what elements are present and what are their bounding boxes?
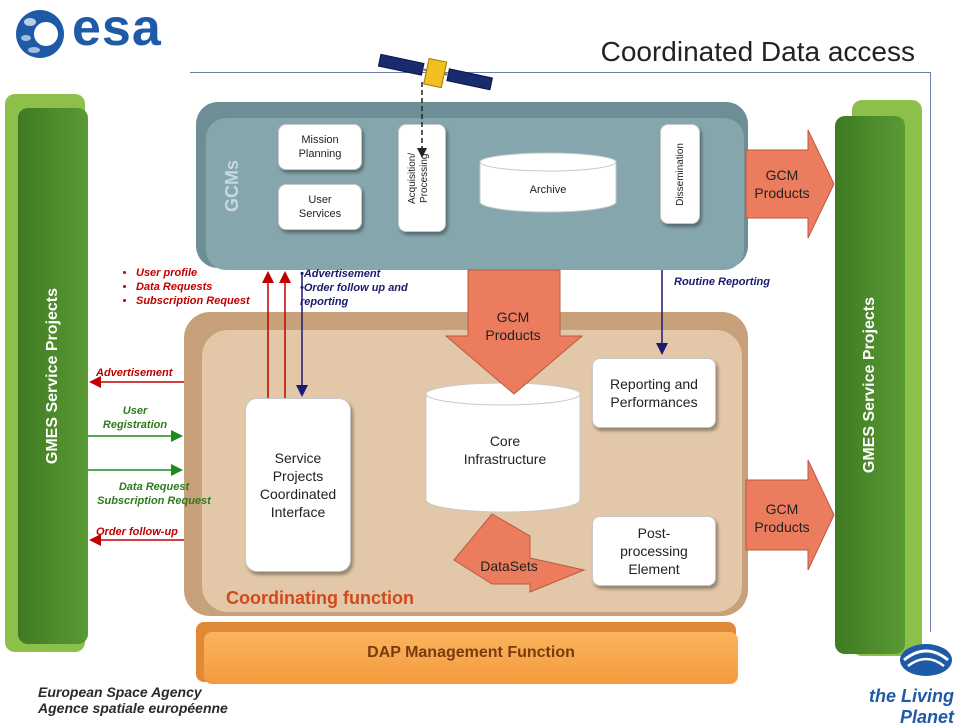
user-side-annotation-list: User profile Data Requests Subscription … xyxy=(124,266,250,308)
order-followup-reporting-note: •Order follow up and reporting xyxy=(300,282,408,308)
data-request-text: Data Request Subscription Request xyxy=(97,481,211,507)
user-registration-text: User Registration xyxy=(102,405,168,431)
agency-name-en: European Space Agency xyxy=(38,684,202,700)
satellite-icon xyxy=(377,53,494,91)
advertisement-text: Advertisement xyxy=(96,367,173,379)
gcm-products-top-arrow xyxy=(745,129,835,239)
esa-globe-icon xyxy=(16,10,64,58)
datasets-arrow xyxy=(453,513,586,593)
page-title: Coordinated Data access xyxy=(600,36,915,67)
archive-label: Archive xyxy=(529,184,567,196)
right-border-line xyxy=(930,72,931,632)
dap-management-box: DAP Management Function xyxy=(204,632,738,684)
reporting-performances-box: Reporting and Performances xyxy=(592,358,716,428)
gcm-side-annotation: •Advertisement •Order follow up and repo… xyxy=(300,267,430,309)
mission-planning-box: Mission Planning xyxy=(278,124,362,170)
right-green-panel: GMES Service Projects xyxy=(835,116,905,654)
user-profile-text: User profile xyxy=(136,266,250,280)
core-infrastructure-label: Core Infrastructure xyxy=(463,433,547,467)
advertisement-note: •Advertisement xyxy=(300,268,381,280)
title-underline xyxy=(190,72,930,73)
post-processing-box: Post-processing Element xyxy=(592,516,716,586)
agency-name-fr: Agence spatiale européenne xyxy=(38,700,228,716)
living-planet-text: the Living Planet xyxy=(869,686,954,727)
datasets-label: DataSets xyxy=(480,558,538,574)
gcm-products-mid-label: GCM Products xyxy=(485,309,541,343)
archive-cylinder xyxy=(479,152,617,213)
gcm-products-top-label: GCM Products xyxy=(754,167,810,201)
living-planet-emblem-icon xyxy=(900,644,952,676)
user-services-box: User Services xyxy=(278,184,362,230)
gcm-products-bottom-label: GCM Products xyxy=(754,501,810,535)
satellite-downlink-arrow xyxy=(417,82,427,158)
data-requests-text: Data Requests xyxy=(136,280,250,294)
left-green-panel: GMES Service Projects xyxy=(18,108,88,644)
order-followup-text: Order follow-up xyxy=(96,526,178,538)
routine-reporting-text: Routine Reporting xyxy=(674,276,770,288)
gcm-products-bottom-arrow xyxy=(745,459,835,571)
esa-logo: esa xyxy=(8,0,188,62)
esa-logo-text: esa xyxy=(72,0,162,57)
coordinating-label: Coordinating function xyxy=(226,588,414,608)
service-projects-interface-box: Service Projects Coordinated Interface xyxy=(245,398,351,572)
dap-management-label: DAP Management Function xyxy=(367,644,575,661)
gcm-products-down-arrow xyxy=(444,269,584,395)
subscription-request-text: Subscription Request xyxy=(136,294,250,308)
dissemination-box: Dissemination xyxy=(660,124,700,224)
core-infrastructure-cylinder xyxy=(425,382,581,513)
